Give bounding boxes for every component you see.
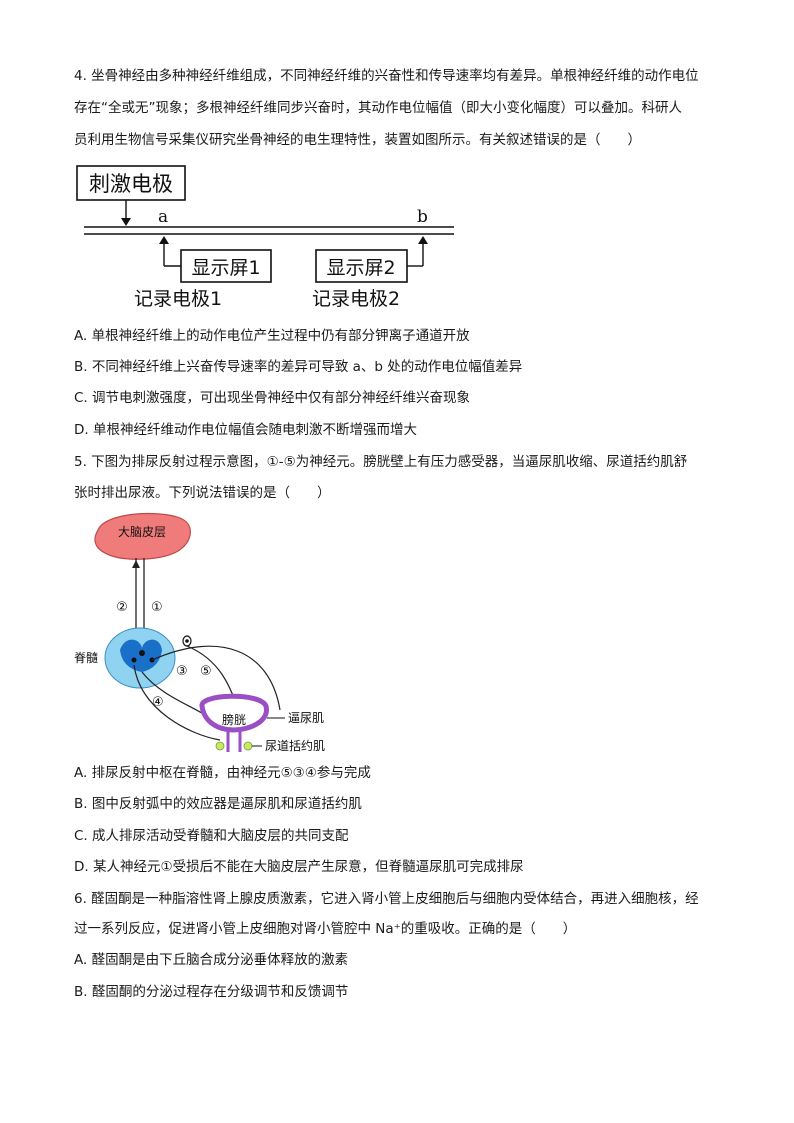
stim-electrode-box bbox=[76, 165, 186, 201]
q4-option-c: C. 调节电刺激强度，可出现坐骨神经中仅有部分神经纤维兴奋现象 bbox=[74, 390, 471, 406]
q5-option-a: A. 排尿反射中枢在脊髓，由神经元⑤③④参与完成 bbox=[74, 765, 371, 781]
point-a-label: a bbox=[158, 207, 168, 227]
cerebral-cortex-label: 大脑皮层 bbox=[118, 525, 166, 539]
sphincter-label: 尿道括约肌 bbox=[265, 738, 325, 753]
q6-stem-line-1: 6. 醛固酮是一种脂溶性肾上腺皮质激素，它进入肾小管上皮细胞后与细胞内受体结合，… bbox=[74, 891, 699, 907]
stim-electrode-label: 刺激电极 bbox=[89, 172, 173, 196]
q5-stem-line-1: 5. 下图为排尿反射过程示意图，①-⑤为神经元。膀胱壁上有压力感受器，当逼尿肌收… bbox=[74, 454, 688, 470]
q4-stem-line-1: 4. 坐骨神经由多种神经纤维组成，不同神经纤维的兴奋性和传导速率均有差异。单根神… bbox=[74, 68, 699, 84]
q5-stem-line-2: 张时排出尿液。下列说法错误的是（ ） bbox=[74, 485, 331, 501]
neuron-2-label: ② bbox=[116, 600, 128, 615]
rec-electrode-2-label: 记录电极2 bbox=[312, 288, 400, 310]
q4-nerve-electrode-figure: 刺激电极 a b 显示屏1 显示屏2 记录电极1 记录电极2 bbox=[76, 165, 454, 310]
cerebral-cortex-shape bbox=[94, 512, 191, 560]
spinal-cord-label: 脊髓 bbox=[74, 651, 98, 665]
q4-option-a: A. 单根神经纤维上的动作电位产生过程中仍有部分钾离子通道开放 bbox=[74, 328, 470, 344]
q5-urination-reflex-figure: 大脑皮层 ② ① 脊髓 ③ ⑤ ④ 膀胱 逼尿肌 尿道括约肌 bbox=[74, 512, 325, 753]
neuron-1-label: ① bbox=[151, 600, 163, 615]
q5-option-d: D. 某人神经元①受损后不能在大脑皮层产生尿意，但脊髓逼尿肌可完成排尿 bbox=[74, 859, 524, 875]
q4-option-d: D. 单根神经纤维动作电位幅值会随电刺激不断增强而增大 bbox=[74, 422, 417, 438]
neuron-5-label: ⑤ bbox=[200, 664, 212, 679]
q4-stem-line-3: 员利用生物信号采集仪研究坐骨神经的电生理特性，装置如图所示。有关叙述错误的是（ … bbox=[74, 132, 641, 148]
detrusor-label: 逼尿肌 bbox=[288, 711, 324, 725]
q5-option-b: B. 图中反射弧中的效应器是逼尿肌和尿道括约肌 bbox=[74, 796, 362, 812]
bladder-shape bbox=[199, 693, 269, 733]
point-b-label: b bbox=[417, 207, 428, 227]
screen1-label: 显示屏1 bbox=[191, 257, 260, 279]
q5-option-c: C. 成人排尿活动受脊髓和大脑皮层的共同支配 bbox=[74, 828, 349, 844]
q6-option-a: A. 醛固酮是由下丘脑合成分泌垂体释放的激素 bbox=[74, 952, 349, 968]
q4-stem-line-2: 存在“全或无”现象；多根神经纤维同步兴奋时，其动作电位幅值（即大小变化幅度）可以… bbox=[74, 100, 682, 116]
neuron-4-label: ④ bbox=[152, 695, 164, 710]
neuron-3-label: ③ bbox=[176, 664, 188, 679]
sphincter-right bbox=[243, 741, 253, 751]
screen2-label: 显示屏2 bbox=[326, 257, 395, 279]
sphincter-left bbox=[215, 741, 225, 751]
q4-option-b: B. 不同神经纤维上兴奋传导速率的差异可导致 a、b 处的动作电位幅值差异 bbox=[74, 359, 523, 375]
q6-option-b: B. 醛固酮的分泌过程存在分级调节和反馈调节 bbox=[74, 984, 349, 1000]
bladder-label: 膀胱 bbox=[222, 712, 246, 727]
rec-electrode-1-label: 记录电极1 bbox=[134, 288, 222, 310]
q6-stem-line-2: 过一系列反应，促进肾小管上皮细胞对肾小管腔中 Na⁺的重吸收。正确的是（ ） bbox=[74, 921, 577, 937]
screen2-box bbox=[315, 249, 408, 283]
screen1-box bbox=[180, 249, 272, 283]
